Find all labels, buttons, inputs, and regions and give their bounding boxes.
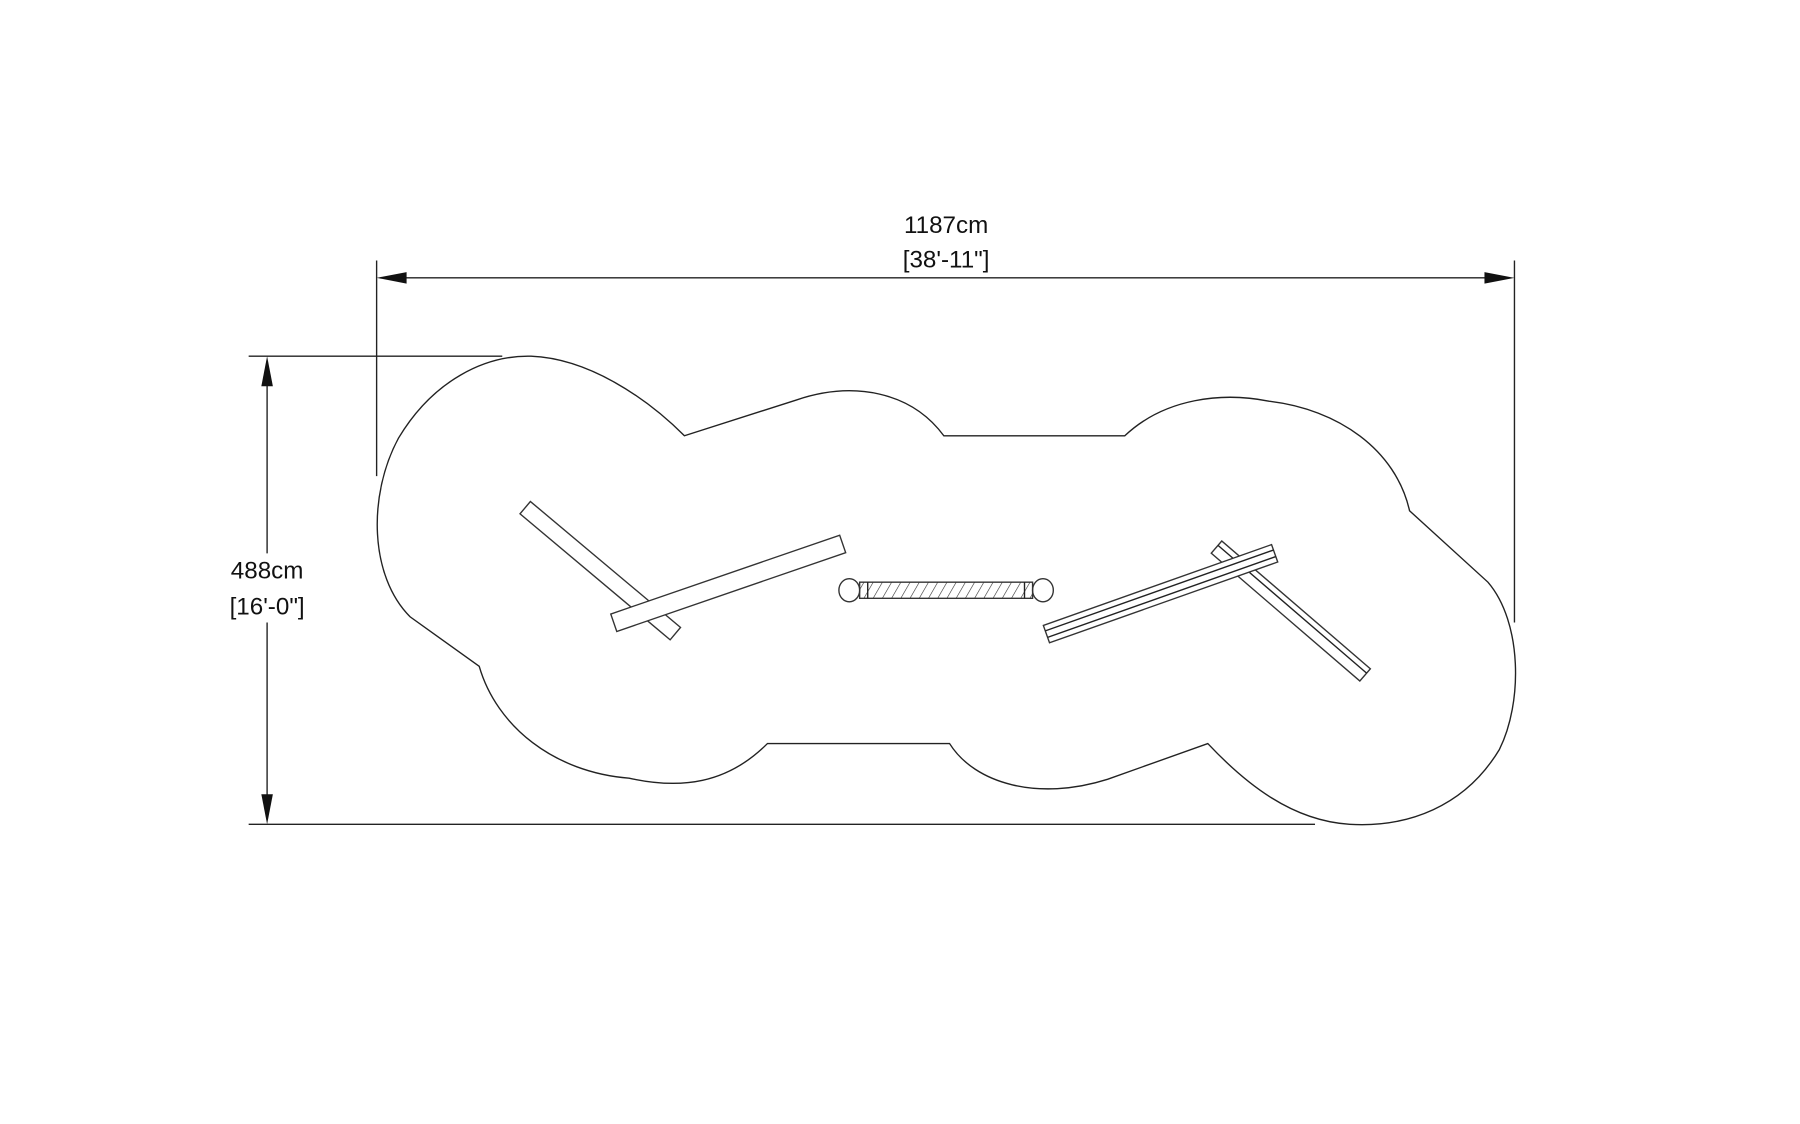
width-dimension: 1187cm [38'-11"] — [375, 212, 1516, 623]
arrowhead-top — [261, 356, 273, 387]
height-dimension: 488cm [16'-0"] — [230, 355, 1316, 825]
arrowhead-left — [376, 272, 407, 284]
width-imperial-label: [38'-11"] — [903, 246, 990, 273]
height-imperial-label: [16'-0"] — [230, 593, 305, 620]
balance-beam-right-1 — [1042, 543, 1279, 644]
rope-body — [858, 581, 1034, 600]
balance-beam-left-2 — [609, 534, 847, 633]
arrowhead-right — [1484, 272, 1515, 284]
width-metric-label: 1187cm — [904, 212, 988, 239]
arrowhead-bottom — [261, 794, 273, 825]
balance-beam-left-1 — [519, 500, 682, 641]
safety-zone-outline — [376, 355, 1517, 826]
rope-end-knob-left — [838, 578, 861, 603]
twisted-rope-beam — [838, 578, 1055, 603]
height-metric-label: 488cm — [231, 558, 304, 585]
rope-end-knob-right — [1031, 578, 1055, 603]
